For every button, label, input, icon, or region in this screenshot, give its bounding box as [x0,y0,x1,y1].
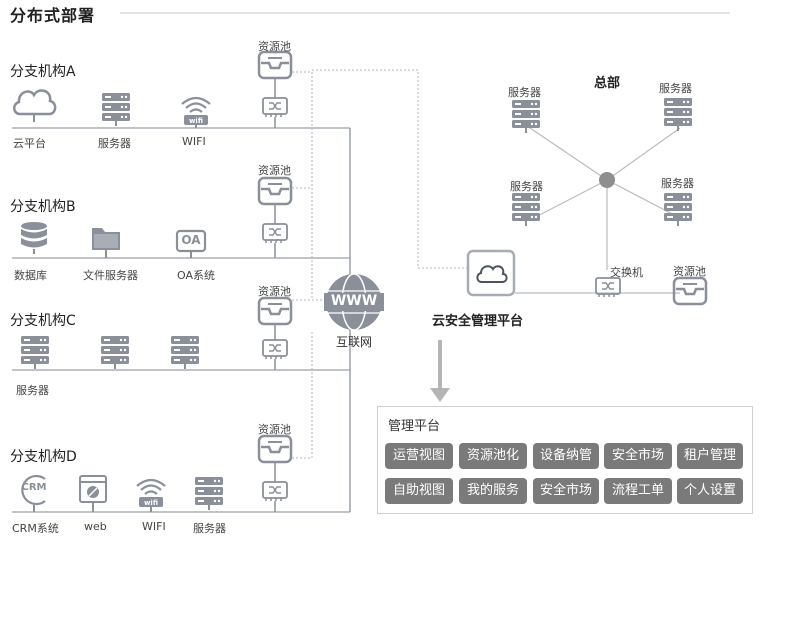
oa-badge-text: OA [181,233,201,247]
resource-pool-icon [672,276,708,306]
branch-a-title: 分支机构A [10,64,76,80]
hq-server-label: 服务器 [510,180,543,193]
hq-hub-node [599,172,615,188]
wifi-badge-text: wifi [188,117,204,125]
oa-system-label: OA系统 [177,269,215,282]
switch-icon [262,223,288,244]
resource-pooling-button[interactable]: 资源池化 [459,443,527,469]
oa-icon [175,229,207,258]
internet-label: 互联网 [335,335,372,349]
server-label: 服务器 [16,384,49,397]
resource-pool-icon [257,434,293,464]
cloud-security-platform-icon [466,249,516,297]
server-icon [194,476,224,511]
personal-settings-button[interactable]: 个人设置 [677,478,743,504]
server-label: 服务器 [98,137,131,150]
resource-pool-label: 资源池 [673,265,706,278]
server-label: 服务器 [193,522,226,535]
cloud-platform-icon [12,89,57,124]
resource-pool-label: 资源池 [258,423,291,436]
server-icon [100,335,130,370]
branch-c-title: 分支机构C [10,313,76,329]
resource-pool-label: 资源池 [258,285,291,298]
management-platform-title: 管理平台 [388,419,441,434]
web-browser-icon [79,475,107,512]
folder-icon [92,228,120,250]
server-icon [511,192,541,227]
wifi-label: WIFI [182,135,206,148]
resource-pool-label: 资源池 [258,164,291,177]
wifi-badge-text: wifi [143,499,159,507]
crm-badge-text: CRM [21,482,47,493]
crm-icon [21,474,46,512]
database-label: 数据库 [14,269,47,282]
internet-globe-icon [324,273,384,331]
switch-icon [262,339,288,360]
wifi-label: WIFI [142,520,166,533]
security-market-button[interactable]: 安全市场 [533,478,599,504]
file-server-label: 文件服务器 [83,269,138,282]
down-arrow-icon [430,340,450,402]
page-title: 分布式部署 [10,6,96,25]
device-management-button[interactable]: 设备纳管 [533,443,599,469]
branch-b-title: 分支机构B [10,199,76,215]
resource-pool-icon [257,50,293,80]
branch-d-title: 分支机构D [10,449,77,465]
dotted-links [292,69,470,459]
switch-label: 交换机 [610,266,643,279]
switch-icon [262,97,288,118]
cloud-platform-label: 云平台 [13,137,46,150]
database-icon [20,221,48,255]
crm-system-label: CRM系统 [12,522,59,535]
ops-view-button[interactable]: 运营视图 [385,443,453,469]
server-icon [663,192,693,227]
cloud-security-platform-label: 云安全管理平台 [432,314,524,329]
server-icon [511,99,541,134]
security-market-button[interactable]: 安全市场 [604,443,672,469]
www-text: WWW [330,293,378,309]
resource-pool-icon [257,296,293,326]
hq-star-links [529,127,681,270]
hq-server-label: 服务器 [659,82,692,95]
hq-server-label: 服务器 [508,86,541,99]
my-services-button[interactable]: 我的服务 [459,478,527,504]
resource-pool-label: 资源池 [258,40,291,53]
switch-icon [262,481,288,502]
hq-server-label: 服务器 [661,177,694,190]
tenant-management-button[interactable]: 租户管理 [677,443,743,469]
management-platform-panel: 管理平台 运营视图 资源池化 设备纳管 安全市场 租户管理 自助视图 我的服务 … [377,406,753,514]
server-icon [101,92,131,127]
web-label: web [84,520,107,533]
server-icon [170,335,200,370]
server-icon [663,97,693,132]
self-service-view-button[interactable]: 自助视图 [385,478,453,504]
resource-pool-icon [257,176,293,206]
server-icon [20,335,50,370]
switch-icon [595,277,621,298]
hq-title: 总部 [594,76,621,91]
workflow-ticket-button[interactable]: 流程工单 [604,478,672,504]
